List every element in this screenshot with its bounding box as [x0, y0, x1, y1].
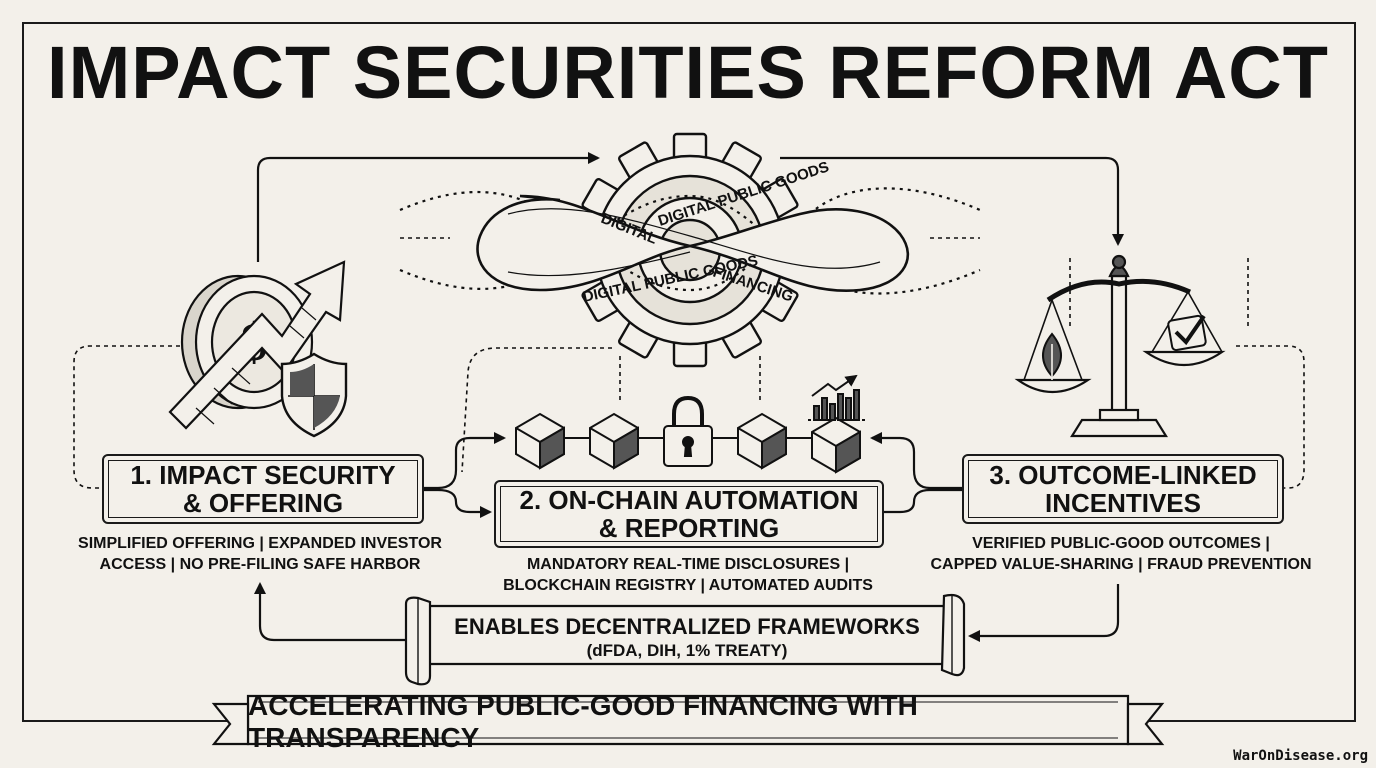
step-1-title-line1: 1. IMPACT SECURITY — [130, 460, 396, 490]
step-3-description: VERIFIED PUBLIC-GOOD OUTCOMES | CAPPED V… — [930, 533, 1312, 575]
step-1-desc-line2: ACCESS | NO PRE-FILING SAFE HARBOR — [99, 556, 421, 573]
step-2-desc-line2: BLOCKCHAIN REGISTRY | AUTOMATED AUDITS — [503, 577, 873, 594]
padlock-icon — [663, 395, 713, 467]
blockchain-cube-icon — [811, 416, 861, 474]
step-2-description: MANDATORY REAL-TIME DISCLOSURES | BLOCKC… — [490, 554, 886, 596]
blockchain-cube-icon — [589, 412, 639, 470]
banner-text: ACCELERATING PUBLIC-GOOD FINANCING WITH … — [248, 690, 918, 753]
arrow-gear-to-step3 — [780, 156, 1124, 246]
step-2-desc-line1: MANDATORY REAL-TIME DISCLOSURES | — [526, 556, 850, 573]
arrow-step1-to-gear — [256, 152, 600, 262]
step-2-title-line1: 2. ON-CHAIN AUTOMATION — [519, 485, 859, 515]
step-1-desc-line1: SIMPLIFIED OFFERING | EXPANDED INVESTOR — [78, 535, 442, 552]
scroll-line1: ENABLES DECENTRALIZED FRAMEWORKS — [454, 614, 920, 639]
scroll-text: ENABLES DECENTRALIZED FRAMEWORKS (dFDA, … — [432, 614, 942, 662]
blockchain-cube-icon — [737, 412, 787, 470]
step-3-title-line2: INCENTIVES — [1044, 488, 1201, 518]
bar-chart-icon — [808, 374, 866, 421]
step-2-box: 2. ON-CHAIN AUTOMATION & REPORTING — [494, 480, 884, 548]
blockchain-row — [515, 374, 866, 474]
flow-arrows — [254, 152, 1124, 642]
scroll-line2: (dFDA, DIH, 1% TREATY) — [586, 641, 788, 660]
arrow-step3-to-chain — [870, 432, 962, 490]
dashed-connectors — [73, 237, 1305, 489]
step-3-desc-line1: VERIFIED PUBLIC-GOOD OUTCOMES | — [972, 535, 1270, 552]
step-1-description: SIMPLIFIED OFFERING | EXPANDED INVESTOR … — [70, 533, 450, 575]
step-3-title-line1: 3. OUTCOME-LINKED — [989, 460, 1257, 490]
step-2-title-line2: & REPORTING — [598, 513, 780, 543]
step-1-box: 1. IMPACT SECURITY & OFFERING — [102, 454, 424, 524]
blockchain-cube-icon — [515, 412, 565, 470]
step-1-title-line2: & OFFERING — [182, 488, 344, 518]
arrow-step3-to-step2 — [884, 488, 962, 514]
site-credit[interactable]: WarOnDisease.org — [1233, 748, 1368, 764]
gear-icon — [572, 132, 808, 368]
step-3-box: 3. OUTCOME-LINKED INCENTIVES — [962, 454, 1284, 524]
page-title: IMPACT SECURITIES REFORM ACT — [47, 31, 1329, 114]
arrow-step1-to-step2 — [420, 488, 492, 518]
growth-arrow-icon — [168, 260, 346, 430]
arrow-scroll-to-step1 — [254, 582, 412, 642]
leaf-icon — [1042, 332, 1062, 380]
step-3-desc-line2: CAPPED VALUE-SHARING | FRAUD PREVENTION — [930, 556, 1312, 573]
infinity-band-icon — [399, 187, 981, 295]
checkmark-icon — [1167, 314, 1207, 352]
ribbon-banner-icon — [211, 694, 1165, 746]
scroll-icon — [404, 593, 966, 686]
balance-scale-icon — [1014, 254, 1226, 438]
shield-icon — [280, 352, 348, 438]
arrow-step3-to-scroll — [968, 584, 1120, 642]
